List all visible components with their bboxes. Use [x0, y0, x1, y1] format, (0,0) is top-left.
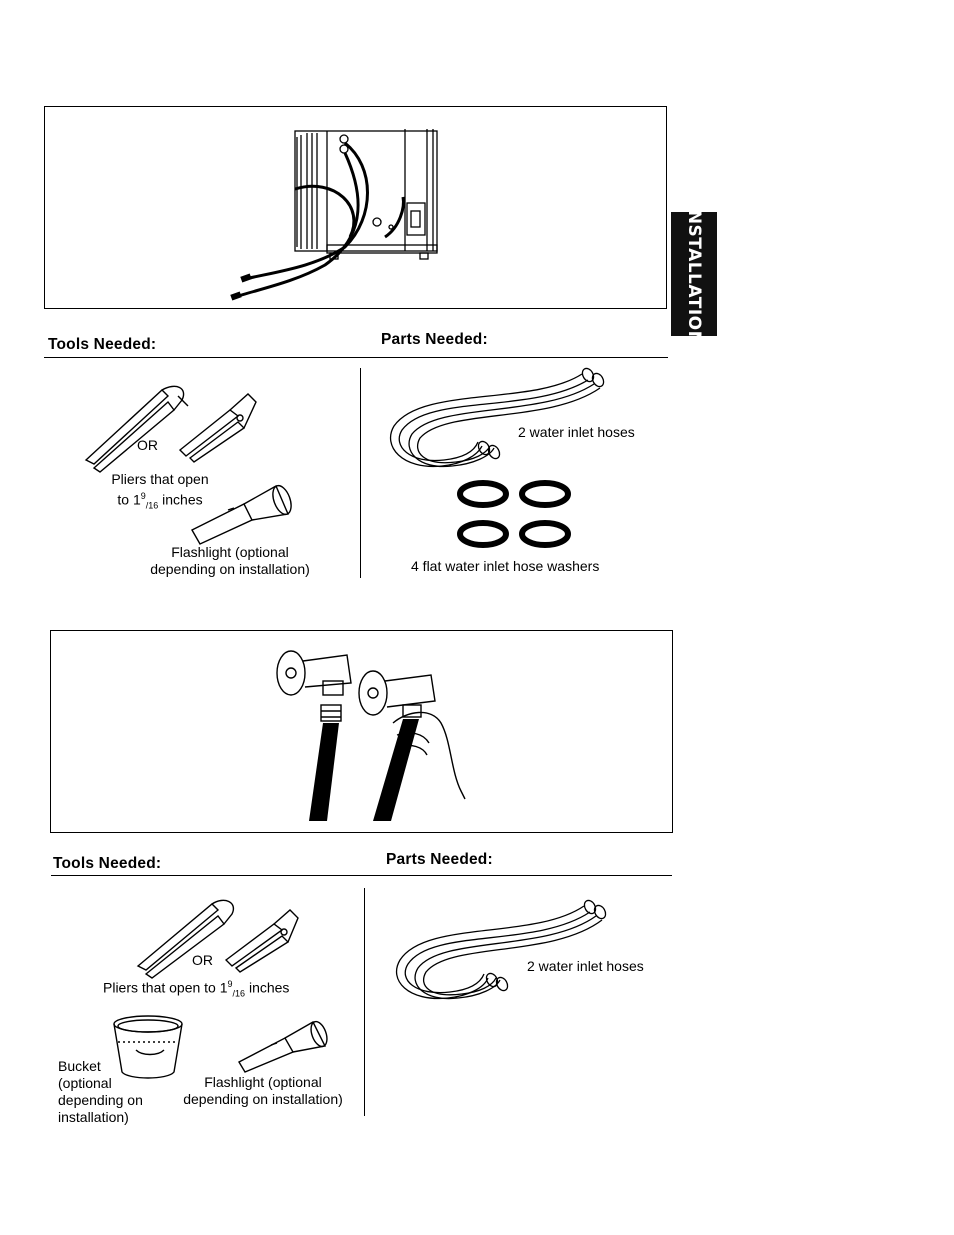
- flashlight-icon-2: [238, 1020, 328, 1073]
- bucket-line4: installation): [58, 1109, 129, 1125]
- bucket-icon: [113, 1015, 183, 1079]
- flashlight-description-1: Flashlight (optional depending on instal…: [138, 544, 322, 578]
- faucet-figure-box: [50, 630, 673, 833]
- pliers-illustration-1: [84, 385, 257, 473]
- flashlight-line2-2: depending on installation): [183, 1091, 343, 1107]
- bucket-description: Bucket (optional depending on installati…: [58, 1058, 143, 1126]
- bucket-line2: (optional: [58, 1075, 112, 1091]
- pliers-size-suffix-2: inches: [245, 979, 290, 996]
- pliers-illustration-2: [136, 899, 299, 979]
- pliers-line2: to 19/16 inches: [100, 488, 220, 514]
- washers-label: 4 flat water inlet hose washers: [411, 558, 600, 574]
- hose-washers-illustration: [457, 480, 571, 548]
- tools-needed-heading-1: Tools Needed:: [48, 336, 157, 353]
- pliers-description-2: Pliers that open to 19/16 inches: [103, 976, 289, 1002]
- side-tab-label: INSTALLATION: [684, 202, 704, 346]
- hoses-label-1: 2 water inlet hoses: [518, 424, 635, 440]
- installation-side-tab: INSTALLATION: [671, 203, 717, 345]
- pliers-size-prefix-2: Pliers that open to 1: [103, 979, 228, 996]
- pliers-size-numerator-2: 9: [227, 979, 233, 989]
- section2-column-divider: [364, 888, 365, 1116]
- tools-needed-heading-2: Tools Needed:: [53, 855, 162, 872]
- bucket-line3: depending on: [58, 1092, 143, 1108]
- washer-back-figure-box: [44, 106, 667, 309]
- pliers-size-prefix: to 1: [117, 491, 141, 508]
- water-inlet-hoses-illustration-2: [395, 899, 607, 1000]
- pliers-size-numerator: 9: [140, 491, 146, 501]
- or-label-2: OR: [192, 952, 213, 968]
- pliers-size-suffix: inches: [158, 491, 203, 508]
- parts-needed-heading-1: Parts Needed:: [381, 331, 488, 348]
- flashlight-line1: Flashlight (optional: [171, 544, 289, 560]
- flashlight-description-2: Flashlight (optional depending on instal…: [172, 1074, 354, 1108]
- pliers-line1: Pliers that open: [111, 471, 209, 487]
- washer-back-illustration: [230, 129, 438, 301]
- flashlight-line2: depending on installation): [150, 561, 310, 577]
- section2-heading-rule: [51, 875, 672, 876]
- flashlight-icon-1: [191, 484, 292, 545]
- pliers-size-denominator-2: /16: [232, 988, 246, 999]
- pliers-size-denominator: /16: [145, 500, 159, 511]
- hoses-label-2: 2 water inlet hoses: [527, 958, 644, 974]
- section1-column-divider: [360, 368, 361, 578]
- faucet-connection-illustration: [276, 650, 466, 821]
- bucket-line1: Bucket: [58, 1058, 101, 1074]
- section1-heading-rule: [44, 357, 668, 358]
- parts-needed-heading-2: Parts Needed:: [386, 851, 493, 868]
- or-label-1: OR: [137, 437, 158, 453]
- pliers-description-1: Pliers that open to 19/16 inches: [100, 471, 220, 514]
- flashlight-line1-2: Flashlight (optional: [204, 1074, 322, 1090]
- water-inlet-hoses-illustration-1: [389, 367, 605, 468]
